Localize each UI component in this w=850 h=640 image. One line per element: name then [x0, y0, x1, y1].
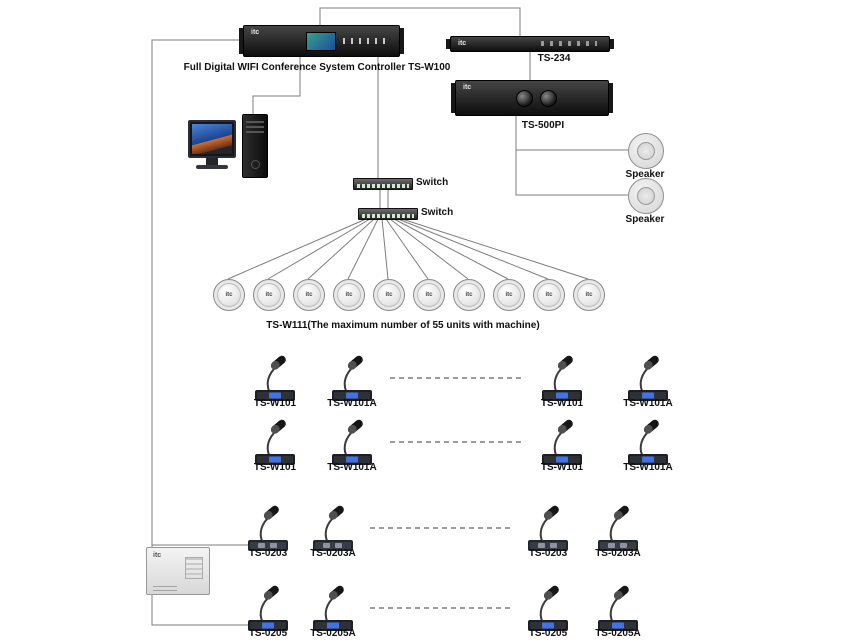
- mic-label: TS-W101: [540, 462, 584, 473]
- mic-label: TS-W101: [540, 398, 584, 409]
- wifi-unit-5: itc: [373, 279, 405, 311]
- monitor-stand: [206, 158, 218, 165]
- mic-label: TS-0205A: [595, 628, 641, 639]
- mic-ts-0203a: [312, 503, 354, 552]
- switch-1-label: Switch: [416, 177, 449, 188]
- mic-ts-w101a: [331, 353, 373, 402]
- mic-ts-0205a: [312, 583, 354, 632]
- wifi-unit-2: itc: [253, 279, 285, 311]
- ts500pi-label: TS-500PI: [521, 120, 565, 131]
- mic-label: TS-0205A: [310, 628, 356, 639]
- computer-monitor: [188, 120, 236, 158]
- wifi-unit-1: itc: [213, 279, 245, 311]
- mic-label: TS-W101A: [327, 398, 377, 409]
- controller-screen: [306, 32, 336, 51]
- mic-label: TS-W101A: [623, 398, 673, 409]
- itc-logo: itc: [458, 40, 467, 47]
- mic-ts-w101a: [627, 417, 669, 466]
- volume-knob: [516, 90, 533, 107]
- mic-label: TS-W101: [253, 398, 297, 409]
- itc-logo: itc: [585, 292, 593, 298]
- mic-ts-w101: [254, 353, 296, 402]
- volume-knob: [540, 90, 557, 107]
- computer-tower: [242, 114, 268, 178]
- mic-label: TS-0203A: [310, 548, 356, 559]
- mic-ts-w101a: [331, 417, 373, 466]
- mic-ts-w101: [541, 417, 583, 466]
- wifi-unit-6: itc: [413, 279, 445, 311]
- itc-logo: itc: [425, 292, 433, 298]
- mic-ts-w101a: [627, 353, 669, 402]
- itc-logo: itc: [225, 292, 233, 298]
- mic-ts-0203a: [597, 503, 639, 552]
- network-switch-2: [358, 208, 418, 220]
- ts234-label: TS-234: [537, 53, 571, 64]
- itc-logo: itc: [385, 292, 393, 298]
- continuation-dashed-lines: [370, 377, 525, 609]
- power-supply-box: itc: [146, 547, 210, 595]
- itc-logo: itc: [545, 292, 553, 298]
- itc-logo: itc: [251, 29, 260, 36]
- controller-label: Full Digital WIFI Conference System Cont…: [183, 62, 451, 73]
- speaker-bottom-label: Speaker: [625, 214, 665, 225]
- ts234-rack: itc: [446, 36, 614, 52]
- mic-ts-0205: [527, 583, 569, 632]
- wifi-units-label: TS-W111(The maximum number of 55 units w…: [266, 320, 540, 331]
- itc-logo: itc: [463, 84, 472, 91]
- mic-ts-w101: [254, 417, 296, 466]
- mic-label: TS-0205: [528, 628, 568, 639]
- mic-ts-0203: [247, 503, 289, 552]
- switch-2-label: Switch: [421, 207, 454, 218]
- wifi-unit-4: itc: [333, 279, 365, 311]
- controller-rack: itc: [239, 25, 404, 57]
- mic-ts-0205a: [597, 583, 639, 632]
- ts234-ports: [541, 41, 597, 46]
- mic-label: TS-W101A: [623, 462, 673, 473]
- wifi-unit-7: itc: [453, 279, 485, 311]
- mic-ts-0203: [527, 503, 569, 552]
- network-switch-1: [353, 178, 413, 190]
- monitor-base: [196, 165, 228, 169]
- mic-label: TS-0203: [248, 548, 288, 559]
- wifi-unit-8: itc: [493, 279, 525, 311]
- wifi-unit-3: itc: [293, 279, 325, 311]
- amplifier-ts500pi: itc: [451, 80, 613, 116]
- wifi-unit-10: itc: [573, 279, 605, 311]
- mic-label: TS-W101A: [327, 462, 377, 473]
- mic-label: TS-0205: [248, 628, 288, 639]
- mic-ts-w101: [541, 353, 583, 402]
- itc-logo: itc: [505, 292, 513, 298]
- speaker-top: [628, 133, 664, 169]
- mic-label: TS-0203: [528, 548, 568, 559]
- wifi-unit-9: itc: [533, 279, 565, 311]
- controller-buttons: [343, 38, 385, 44]
- itc-logo: itc: [305, 292, 313, 298]
- itc-logo: itc: [465, 292, 473, 298]
- itc-logo: itc: [153, 552, 162, 559]
- monitor-screen: [192, 124, 232, 154]
- itc-logo: itc: [265, 292, 273, 298]
- speaker-top-label: Speaker: [625, 169, 665, 180]
- mic-label: TS-W101: [253, 462, 297, 473]
- mic-ts-0205: [247, 583, 289, 632]
- speaker-bottom: [628, 178, 664, 214]
- mic-label: TS-0203A: [595, 548, 641, 559]
- itc-logo: itc: [345, 292, 353, 298]
